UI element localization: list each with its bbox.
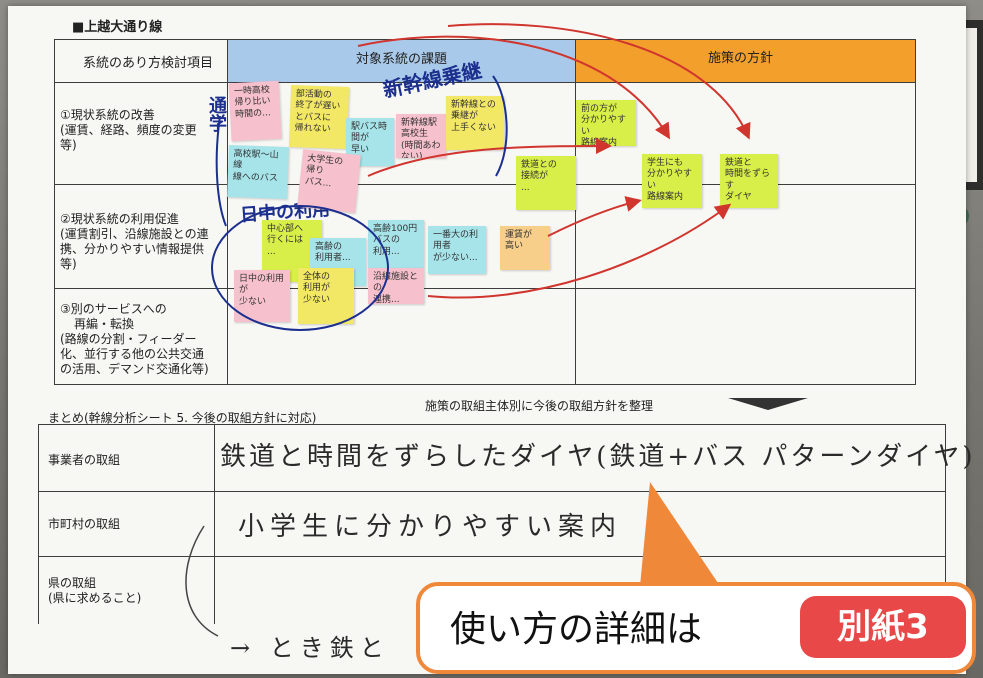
operator-handwriting: 鉄道と時間をずらしたダイヤ(鉄道+バス パターンダイヤ) xyxy=(220,442,976,472)
municipality-label: 市町村の取組 xyxy=(48,517,121,531)
summary-label: まとめ(幹線分析シート 5. 今後の取組方針に対応) xyxy=(48,411,317,425)
worksheet-paper: ■上越大通り線 系統のあり方検討項目 対象系統の課題 施策の方針 ①現状系統の改… xyxy=(8,6,972,674)
summary-instruction: 施策の取組主体別に今後の取組方針を整理 xyxy=(425,399,654,413)
sticky-note: 運賃が 高い xyxy=(500,226,550,270)
grid-line xyxy=(38,424,39,624)
row2-label-2: (運賃割引、沿線施設との連 xyxy=(60,227,209,241)
grid-line xyxy=(54,39,916,40)
summary-arrow xyxy=(728,398,808,410)
municipality-handwriting: 小学生に分かりやすい案内 xyxy=(238,512,623,542)
route-title: ■上越大通り線 xyxy=(72,20,163,35)
prefecture-handwriting: → とき鉄と xyxy=(230,634,390,662)
sticky-note: 一番大の利用者 が少ない... xyxy=(428,226,486,274)
sticky-note: 新幹線との 乗継が 上手くない xyxy=(446,96,504,150)
grid-line xyxy=(54,39,55,384)
header-issues-cell xyxy=(227,40,575,82)
sticky-note: 新幹線駅 高校生 (時間あわない) xyxy=(396,114,446,158)
sticky-note: 鉄道との 接続が ... xyxy=(516,156,576,210)
prefecture-label-2: (県に求めること) xyxy=(48,591,142,605)
banner-pointer xyxy=(640,482,720,586)
header-policy: 施策の方針 xyxy=(708,51,774,66)
grid-line xyxy=(38,424,946,425)
row3-label-2: 再編・転換 xyxy=(74,317,135,331)
row2-label: ②現状系統の利用促進 xyxy=(60,212,179,226)
row3-label-5: の活用、デマンド交通化等) xyxy=(60,362,209,376)
callout-text: 使い方の詳細は xyxy=(450,609,703,650)
grid-line xyxy=(214,424,215,624)
header-policy-cell xyxy=(575,40,915,82)
header-issues: 対象系統の課題 xyxy=(356,52,448,67)
tsugaku-ink-label: 通学 xyxy=(206,96,227,132)
grid-line xyxy=(915,39,916,384)
row1-label-3: 等) xyxy=(60,138,77,152)
row1-label: ①現状系統の改善 xyxy=(60,108,155,122)
prefecture-label: 県の取組 xyxy=(48,576,97,590)
sticky-note: 鉄道と 時間をずらす ダイヤ xyxy=(720,154,778,208)
row2-label-4: 等) xyxy=(60,257,77,271)
ink-annotations xyxy=(185,23,751,637)
grid-line xyxy=(945,424,946,584)
grid-line xyxy=(227,39,228,384)
sticky-note: 高齢100円バスの 利用... xyxy=(368,220,424,268)
sticky-note: 全体の 利用が 少ない xyxy=(298,268,354,324)
grid-line xyxy=(38,556,946,557)
grid-line xyxy=(575,39,576,384)
operator-label: 事業者の取組 xyxy=(48,453,121,467)
sticky-note: 日中の利用 が 少ない xyxy=(234,270,290,322)
grid-line xyxy=(38,491,946,492)
sticky-note: 学生にも 分かりやすい 路線案内 xyxy=(642,154,702,208)
header-items: 系統のあり方検討項目 xyxy=(83,56,214,71)
row1-label-2: (運賃、経路、頻度の変更 xyxy=(60,123,197,137)
row2-label-3: 携、分かりやすい情報提供 xyxy=(60,242,205,256)
row3-label: ③別のサービスへの xyxy=(60,302,167,316)
usage-callout: 使い方の詳細は 別紙3 xyxy=(416,582,976,674)
grid-line xyxy=(54,184,916,185)
grid-line xyxy=(54,384,916,385)
appendix-badge: 別紙3 xyxy=(800,596,966,658)
grid-line xyxy=(54,82,916,83)
row3-label-3: (路線の分割・フィーダー xyxy=(60,332,197,346)
row3-label-4: 化、並行する他の公共交通 xyxy=(60,347,205,361)
grid-line xyxy=(54,288,916,289)
